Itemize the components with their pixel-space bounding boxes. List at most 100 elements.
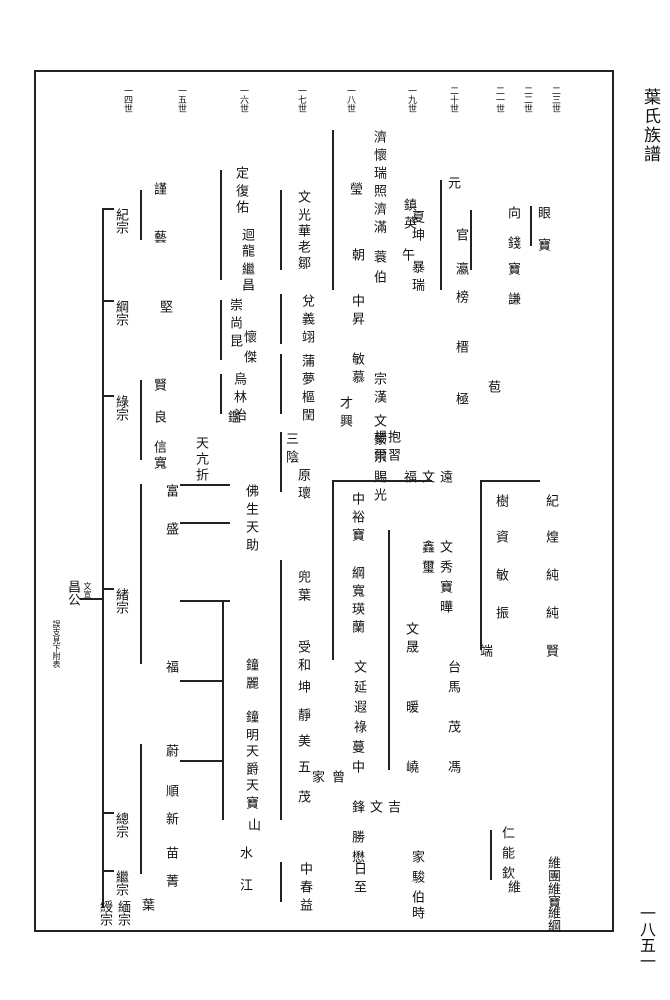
person: 繼 (239, 262, 254, 275)
person: 遐 (351, 700, 366, 713)
person: 才 (337, 396, 352, 409)
person: 鋒 (349, 800, 364, 813)
person: 朝 (349, 248, 364, 261)
person: 敏 (493, 568, 508, 581)
person: 晟 (403, 640, 418, 653)
person: 勝 (349, 830, 364, 843)
root-note: 誤支見下附表 (52, 620, 61, 668)
person: 綱 (349, 566, 364, 579)
person: 寶 (243, 796, 258, 809)
person: 裕 (349, 510, 364, 523)
person: 迴 (239, 228, 254, 241)
person: 文 (295, 190, 310, 203)
person: 賢 (151, 378, 166, 391)
person: 茂 (295, 790, 310, 803)
person: 寬 (151, 456, 166, 469)
person: 信 (151, 440, 166, 453)
person: 瑞 (371, 166, 386, 179)
person: 順 (163, 784, 178, 797)
person: 坤 (409, 228, 424, 241)
person: 璽 (419, 560, 434, 573)
person: 文 (437, 540, 452, 553)
person: 定 (233, 166, 248, 179)
spine-line (102, 208, 104, 908)
continuation-label: 維團 (545, 856, 560, 882)
person: 抱 (385, 430, 400, 443)
person: 眼 (535, 206, 550, 219)
person: 延 (351, 680, 366, 693)
person: 明 (243, 728, 258, 741)
gen-label: 一八世 (345, 86, 355, 113)
person: 中 (349, 760, 364, 773)
person: 天 (193, 436, 208, 449)
gen-label: 二一世 (494, 86, 504, 113)
person: 吉 (385, 800, 400, 813)
person: 綱宗 (113, 300, 128, 326)
person: 山 (245, 818, 260, 831)
person: 中 (349, 294, 364, 307)
person: 蔚 (163, 744, 178, 757)
person: 秀 (437, 560, 452, 573)
gen-label: 一五世 (176, 86, 186, 113)
person: 水 (237, 846, 252, 859)
person: 鑫 (419, 540, 434, 553)
gen-label: 一九世 (406, 86, 416, 113)
person: 寶 (437, 580, 452, 593)
person: 楊 (371, 430, 386, 443)
person: 受 (295, 640, 310, 653)
person: 林 (231, 390, 246, 403)
person: 紀宗 (113, 208, 128, 234)
person: 爾 (371, 448, 386, 461)
continuation-label: 維寶 (545, 882, 560, 908)
person: 福 (401, 470, 416, 483)
person: 瀛 (453, 262, 468, 275)
person: 榗 (453, 340, 468, 353)
person: 天 (243, 778, 258, 791)
person: 蘭 (349, 620, 364, 633)
person: 和 (295, 658, 310, 671)
person: 崇 (227, 298, 242, 311)
person: 復 (233, 184, 248, 197)
person: 春 (297, 880, 312, 893)
person: 三 (283, 432, 298, 445)
person: 午 (399, 248, 414, 261)
founder-name: 昌公 (65, 580, 80, 606)
person: 資 (493, 530, 508, 543)
person: 益 (297, 898, 312, 911)
person: 遠 (437, 470, 452, 483)
person: 向 (505, 206, 520, 219)
person: 天 (243, 520, 258, 533)
person: 寬 (349, 584, 364, 597)
person: 葉 (295, 588, 310, 601)
founder-note: 文宣 (83, 582, 92, 598)
person: 敏 (349, 352, 364, 365)
person: 興 (337, 414, 352, 427)
person: 原 (295, 468, 310, 481)
gen-label: 二十世 (448, 86, 458, 113)
person: 仁 (499, 826, 514, 839)
person: 漢 (371, 390, 386, 403)
person: 苞 (485, 380, 500, 393)
person: 伯 (409, 890, 424, 903)
person: 嶢 (403, 760, 418, 773)
person: 美 (295, 734, 310, 747)
person: 苗 (163, 846, 178, 859)
person: 緒宗 (113, 588, 128, 614)
person: 曄 (437, 600, 452, 613)
person: 龍 (239, 244, 254, 257)
person: 賜 (371, 470, 386, 483)
person: 夏 (409, 210, 424, 223)
person: 純 (543, 568, 558, 581)
person: 台 (445, 660, 460, 673)
person: 濟 (371, 130, 386, 143)
person: 鎮 (401, 198, 416, 211)
person: 樹 (493, 494, 508, 507)
person: 蒙 (371, 432, 386, 445)
gen-label: 一七世 (296, 86, 306, 113)
person: 治 (231, 408, 246, 421)
person: 祿 (351, 720, 366, 733)
person: 中 (349, 492, 364, 505)
person: 折 (193, 468, 208, 481)
person: 維 (505, 880, 520, 893)
person: 麗 (243, 676, 258, 689)
